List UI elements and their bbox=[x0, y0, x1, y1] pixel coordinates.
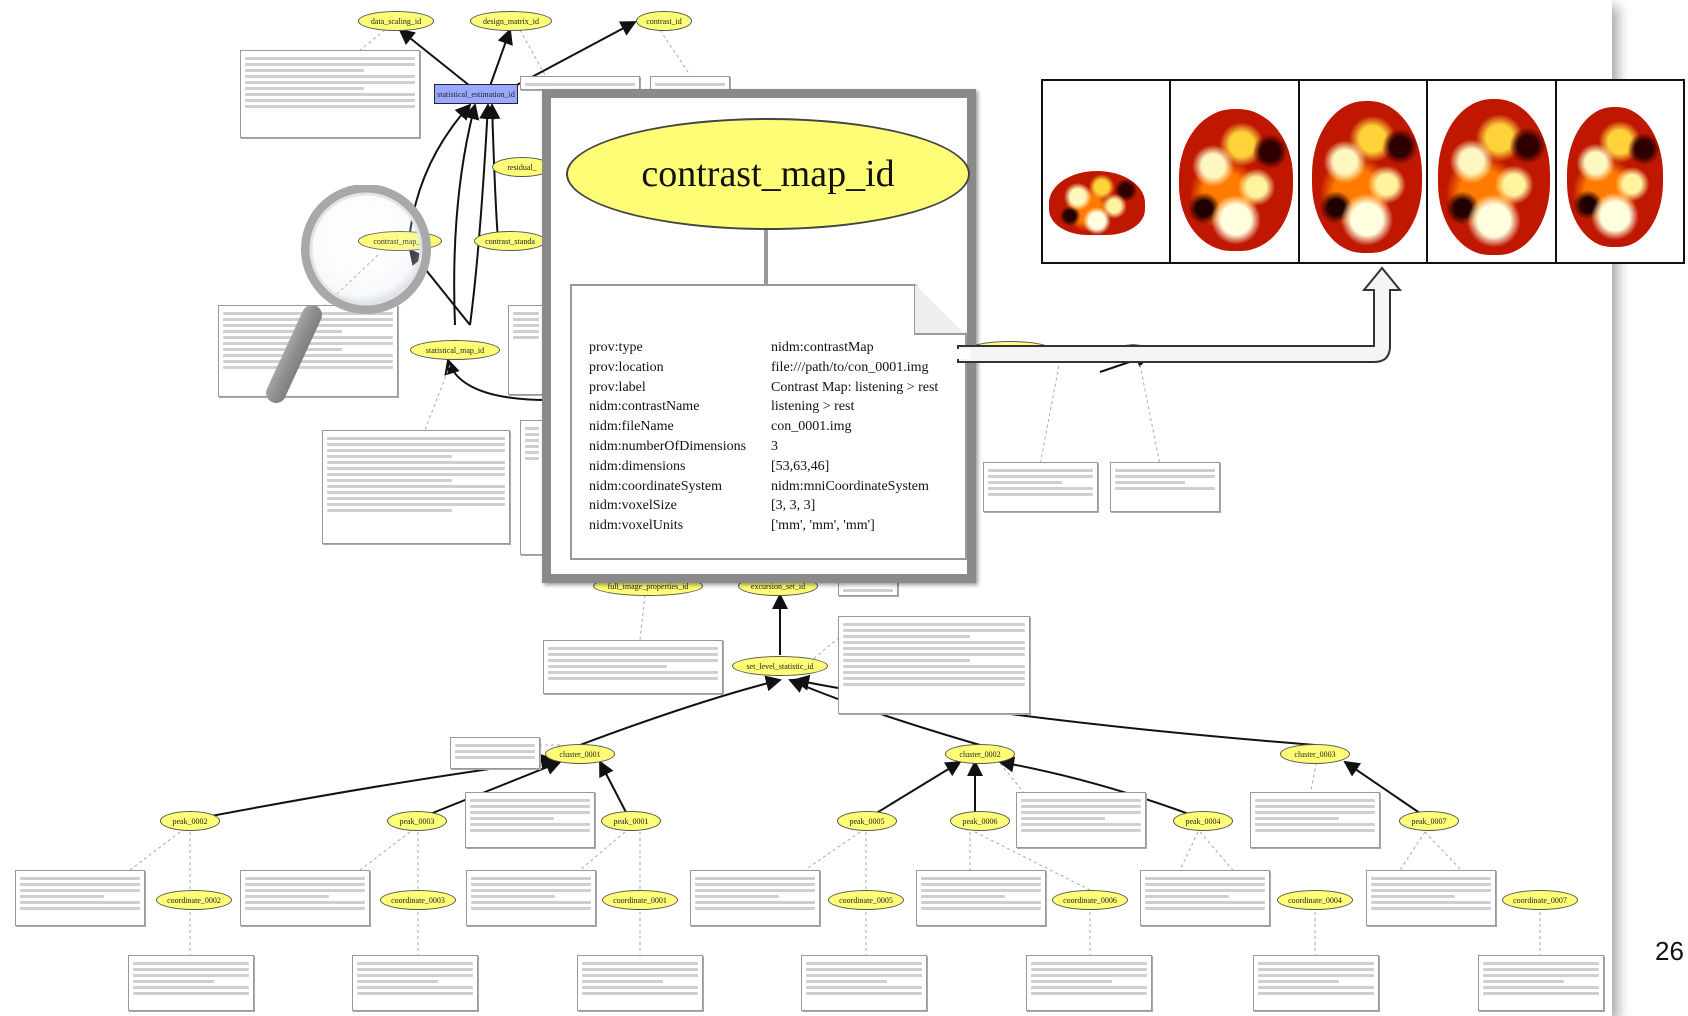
attribute-key: prov:type bbox=[589, 340, 643, 355]
attribute-box bbox=[322, 430, 510, 544]
node-design-matrix: design_matrix_id bbox=[470, 11, 552, 31]
node-coordinate-0005: coordinate_0005 bbox=[828, 890, 904, 910]
attribute-box bbox=[1253, 955, 1379, 1011]
attribute-box bbox=[838, 616, 1030, 714]
attribute-box bbox=[1026, 955, 1152, 1011]
attribute-box bbox=[15, 870, 145, 926]
attribute-box bbox=[1250, 792, 1380, 848]
attribute-box bbox=[240, 870, 370, 926]
attribute-key: nidm:voxelUnits bbox=[589, 518, 684, 534]
node-coordinate-0003: coordinate_0003 bbox=[380, 890, 456, 910]
attribute-box bbox=[520, 76, 640, 90]
attribute-box bbox=[465, 792, 595, 848]
zoom-node-contrast-map: contrast_map_id bbox=[566, 118, 970, 230]
brain-slice bbox=[1043, 81, 1172, 262]
brain-image-strip bbox=[1041, 79, 1685, 264]
attribute-value: ['mm', 'mm', 'mm'] bbox=[771, 518, 875, 534]
node-peak-0001: peak_0001 bbox=[601, 811, 661, 831]
attribute-box bbox=[1366, 870, 1496, 926]
attribute-row: nidm:dimensions [53,63,46] bbox=[589, 457, 969, 477]
attribute-row: prov:type nidm:contrastMap bbox=[589, 338, 969, 358]
attribute-value: [53,63,46] bbox=[771, 458, 830, 474]
attribute-key: nidm:coordinateSystem bbox=[589, 478, 722, 494]
node-data-scaling: data_scaling_id bbox=[358, 11, 434, 31]
node-set-level-statistic: set_level_statistic_id bbox=[732, 656, 828, 676]
node-cluster-0003: cluster_0003 bbox=[1280, 744, 1350, 764]
zoom-attribute-card bbox=[570, 284, 967, 560]
node-cluster-0001: cluster_0001 bbox=[545, 744, 615, 764]
attribute-box bbox=[650, 76, 730, 90]
attribute-box bbox=[1140, 870, 1270, 926]
attribute-key: nidm:voxelSize bbox=[589, 498, 677, 514]
attribute-box bbox=[450, 737, 540, 769]
attribute-row: nidm:contrastName listening > rest bbox=[589, 397, 969, 417]
attribute-box bbox=[543, 640, 723, 694]
attribute-box bbox=[1016, 792, 1146, 848]
attribute-box bbox=[466, 870, 596, 926]
node-peak-0003: peak_0003 bbox=[387, 811, 447, 831]
attribute-box bbox=[690, 870, 820, 926]
brain-slice bbox=[1171, 81, 1300, 262]
attribute-row: nidm:coordinateSystem nidm:mniCoordinateS… bbox=[589, 477, 969, 497]
attribute-row: nidm:numberOfDimensions 3 bbox=[589, 437, 969, 457]
page-fold-icon bbox=[914, 284, 965, 335]
attribute-box bbox=[838, 582, 898, 596]
brain-slice bbox=[1299, 81, 1429, 262]
attribute-key: prov:location bbox=[589, 359, 664, 375]
magnifier-icon bbox=[266, 185, 431, 403]
brain-slice bbox=[1428, 81, 1557, 262]
node-contrast-standard: contrast_standa bbox=[474, 231, 546, 251]
attribute-box bbox=[1110, 462, 1220, 512]
node-coordinate-0006: coordinate_0006 bbox=[1052, 890, 1128, 910]
node-coordinate-0001: coordinate_0001 bbox=[602, 890, 678, 910]
attribute-value: 3 bbox=[771, 438, 778, 454]
attribute-row: prov:location file:///path/to/con_0001.im… bbox=[589, 358, 969, 378]
attribute-row: nidm:voxelUnits ['mm', 'mm', 'mm'] bbox=[589, 516, 969, 536]
attribute-row: nidm:voxelSize [3, 3, 3] bbox=[589, 496, 969, 516]
node-coordinate-0002: coordinate_0002 bbox=[156, 890, 232, 910]
attribute-box bbox=[352, 955, 478, 1011]
node-contrast: contrast_id bbox=[636, 11, 692, 31]
attribute-box bbox=[983, 462, 1098, 512]
arrow-up-right-icon bbox=[950, 266, 1403, 363]
attribute-value: nidm:contrastMap bbox=[771, 340, 874, 355]
graph-edges bbox=[129, 21, 1541, 955]
node-peak-0004: peak_0004 bbox=[1173, 811, 1233, 831]
node-statistical-map: statistical_map_id bbox=[410, 340, 500, 360]
attribute-row: prov:label Contrast Map: listening > rest bbox=[589, 378, 969, 398]
attribute-value: [3, 3, 3] bbox=[771, 498, 816, 514]
attribute-key: nidm:dimensions bbox=[589, 458, 686, 474]
zoom-panel: contrast_map_id prov:type nidm:contrastMa… bbox=[542, 89, 976, 583]
node-peak-0002: peak_0002 bbox=[160, 811, 220, 831]
node-cluster-0002: cluster_0002 bbox=[945, 744, 1015, 764]
attribute-value: nidm:mniCoordinateSystem bbox=[771, 478, 929, 494]
attribute-key: nidm:fileName bbox=[589, 419, 674, 435]
attribute-box bbox=[1478, 955, 1604, 1011]
zoom-attribute-list: prov:type nidm:contrastMap prov:location f… bbox=[589, 338, 969, 536]
attribute-value: file:///path/to/con_0001.img bbox=[771, 359, 929, 375]
zoom-connector bbox=[764, 230, 768, 292]
attribute-box bbox=[801, 955, 927, 1011]
page-number: 26 bbox=[1655, 936, 1684, 966]
attribute-row: nidm:fileName con_0001.img bbox=[589, 417, 969, 437]
attribute-box bbox=[916, 870, 1046, 926]
attribute-box bbox=[520, 420, 544, 555]
attribute-box bbox=[240, 50, 420, 138]
attribute-value: listening > rest bbox=[771, 399, 855, 415]
attribute-key: prov:label bbox=[589, 379, 646, 395]
attribute-box bbox=[577, 955, 703, 1011]
node-coordinate-0004: coordinate_0004 bbox=[1277, 890, 1353, 910]
node-peak-0006: peak_0006 bbox=[950, 811, 1010, 831]
brain-slice bbox=[1556, 81, 1684, 262]
attribute-key: nidm:contrastName bbox=[589, 399, 700, 415]
node-coordinate-0007: coordinate_0007 bbox=[1502, 890, 1578, 910]
attribute-key: nidm:numberOfDimensions bbox=[589, 438, 747, 454]
node-peak-0007: peak_0007 bbox=[1399, 811, 1459, 831]
node-peak-0005: peak_0005 bbox=[837, 811, 897, 831]
attribute-value: con_0001.img bbox=[771, 419, 852, 435]
node-statistical-estimation: statistical_estimation_id bbox=[434, 84, 518, 104]
attribute-box bbox=[128, 955, 254, 1011]
attribute-box bbox=[508, 305, 544, 395]
attribute-value: Contrast Map: listening > rest bbox=[771, 379, 939, 395]
